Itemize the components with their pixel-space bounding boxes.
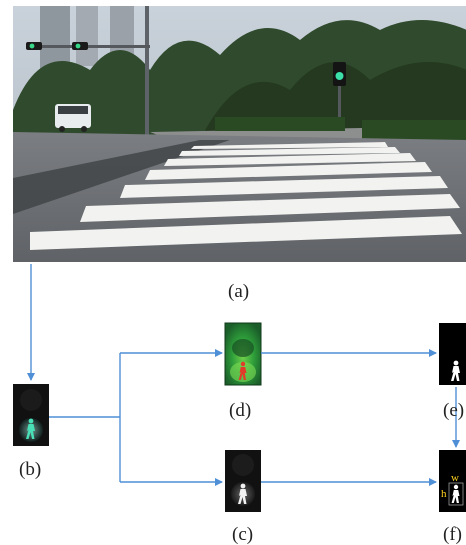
label-c: (c) [232, 524, 254, 545]
label-d: (d) [229, 400, 252, 421]
pedestrian-green-icon [26, 418, 35, 439]
label-e: (e) [443, 400, 465, 421]
branch-connector [49, 353, 121, 482]
height-annotation: h [441, 488, 447, 500]
detection-crop: w h [439, 450, 466, 512]
pedestrian-mask-icon [451, 360, 460, 381]
pedestrian-red-icon [238, 361, 247, 380]
color-heatmap-crop [224, 322, 262, 386]
bounding-box [448, 482, 464, 506]
width-annotation: w [451, 472, 459, 484]
label-b: (b) [19, 459, 42, 480]
pedestrian-detected-icon [451, 484, 460, 503]
label-f: (f) [443, 524, 462, 545]
pedestrian-white-icon [238, 483, 247, 504]
street-photo [13, 6, 466, 262]
label-a: (a) [228, 281, 250, 302]
binary-mask-crop [439, 323, 466, 385]
traffic-light-crop [13, 384, 49, 446]
grayscale-crop [225, 450, 261, 512]
